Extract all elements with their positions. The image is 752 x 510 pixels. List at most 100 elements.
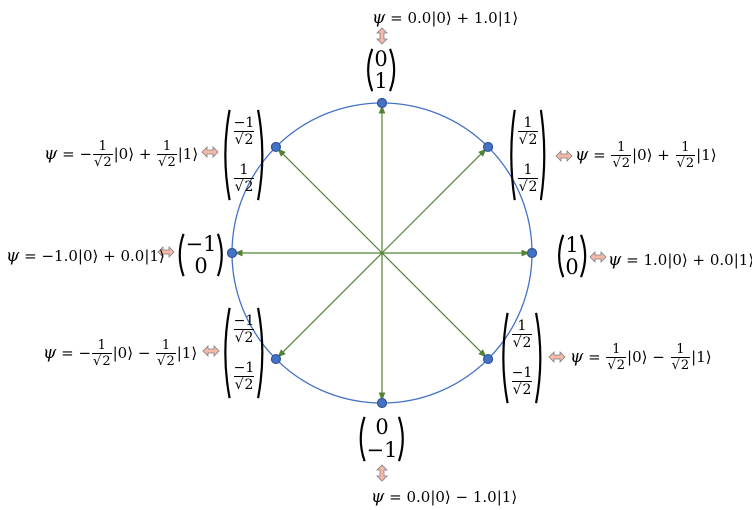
beta-coefficient-text: 0.0 [120, 247, 145, 265]
alpha-coefficient-denominator: √2 [611, 155, 632, 171]
vector-bottom-numerator: −1 [233, 360, 255, 376]
right-paren [535, 311, 546, 405]
beta-coefficient-operator: + [98, 247, 121, 265]
vector-top-numerator: −1 [233, 313, 255, 329]
vector-top-entry: 1√2 [511, 318, 534, 351]
psi-symbol: ψ [570, 347, 584, 367]
vector-bottom-fraction: −1√2 [233, 360, 256, 393]
vector-bottom-numerator: 1 [523, 162, 533, 178]
vector-bottom-radical-sign: √ [234, 377, 244, 393]
alpha-coefficient-denominator: √2 [606, 357, 627, 373]
beta-coefficient-operator: − [450, 488, 473, 506]
state-dot-upper-left [270, 141, 282, 153]
ket-one: |1⟩ [691, 348, 712, 366]
state-arrow-lower-right [381, 252, 487, 358]
beta-coefficient-text: 0.0 [709, 251, 734, 269]
equals-sign: = [57, 145, 80, 163]
vector-entries: −1√2−1√2 [231, 306, 258, 400]
alpha-coefficient-radicand: 2 [101, 353, 111, 369]
vector-top-fraction: −1√2 [233, 115, 256, 148]
alpha-coefficient-sign: − [78, 344, 92, 362]
vector-bottom-numerator: −1 [511, 365, 533, 381]
vector-bottom-entry: 1√2 [517, 162, 540, 195]
state-dot-up [376, 97, 388, 109]
state-arrow-upper-right [381, 148, 487, 254]
beta-coefficient-radical: √2 [158, 154, 176, 170]
vector-bottom-radicand: 2 [527, 178, 538, 195]
vector-top-radicand: 2 [243, 131, 254, 148]
vector-top-radical-sign: √ [512, 335, 522, 351]
vector-bottom-radical-sign: √ [518, 179, 528, 195]
beta-coefficient-denominator: √2 [157, 154, 177, 170]
ket-one: |1⟩ [144, 247, 165, 265]
alpha-coefficient-radical: √2 [93, 353, 111, 369]
vector-entries: 0−1 [366, 416, 399, 462]
beta-coefficient-radical-sign: √ [671, 358, 680, 373]
vector-bottom-denominator: √2 [517, 178, 539, 195]
double-arrow-icon-up [376, 27, 388, 45]
vector-top-denominator: √2 [233, 329, 255, 346]
beta-coefficient-operator: + [451, 9, 474, 27]
beta-coefficient-operator: + [652, 146, 675, 164]
beta-coefficient-radicand: 2 [679, 357, 690, 373]
vector-top-fraction: 1√2 [511, 318, 533, 351]
beta-coefficient-denominator: √2 [670, 357, 691, 373]
vector-top-text: 0 [375, 415, 389, 439]
right-paren [217, 233, 227, 277]
psi-symbol: ψ [44, 144, 58, 164]
double-arrow-icon-lower-left [202, 345, 220, 357]
vector-top-radical: √2 [519, 131, 538, 148]
vector-top-radicand: 2 [521, 334, 532, 351]
vector-bottom-radical-sign: √ [234, 179, 244, 195]
vector-top-radicand: 2 [527, 131, 538, 148]
beta-coefficient-radical: √2 [157, 353, 175, 369]
state-dot-left [226, 247, 238, 259]
beta-coefficient-radical-sign: √ [157, 354, 166, 369]
ket-zero: |0⟩ [113, 145, 135, 163]
state-equation-down: ψ = 0.0|0⟩ − 1.0|1⟩ [371, 489, 517, 506]
alpha-coefficient-denominator: √2 [92, 353, 112, 369]
beta-coefficient-fraction: 1√2 [156, 339, 176, 369]
double-arrow-icon-down [376, 464, 388, 482]
alpha-coefficient-fraction: 1√2 [93, 140, 113, 170]
vector-bottom-radicand: 2 [243, 178, 254, 195]
vector-bottom-denominator: √2 [233, 178, 255, 195]
ket-one: |1⟩ [497, 9, 519, 27]
vector-bottom-entry: −1√2 [510, 365, 535, 398]
state-equation-up: ψ = 0.0|0⟩ + 1.0|1⟩ [372, 10, 518, 27]
state-vector-lower-right: 1√2−1√2 [498, 311, 546, 405]
alpha-coefficient-numerator: 1 [97, 338, 106, 353]
psi-symbol: ψ [608, 250, 622, 270]
left-paren [507, 108, 516, 202]
ket-zero: |0⟩ [430, 488, 451, 506]
beta-coefficient-radicand: 2 [166, 154, 176, 170]
right-paren [540, 108, 549, 202]
vector-bottom-radical: √2 [234, 376, 254, 393]
left-paren [220, 108, 231, 202]
ket-one: |1⟩ [496, 488, 518, 506]
beta-coefficient-radical: √2 [671, 357, 690, 373]
equals-sign: = [384, 488, 407, 506]
vector-bottom-entry: 1√2 [233, 162, 256, 195]
equals-sign: = [385, 9, 408, 27]
vector-top-radical: √2 [235, 329, 254, 346]
left-paren [220, 306, 231, 400]
vector-bottom-entry: 0 [194, 255, 207, 277]
beta-coefficient-radicand: 2 [684, 155, 695, 171]
state-vector-lower-left: −1√2−1√2 [220, 306, 268, 400]
state-equation-upper-right: ψ = 1√2|0⟩ + 1√2|1⟩ [575, 141, 717, 171]
ket-one: |1⟩ [733, 251, 752, 269]
alpha-coefficient-text: 0.0 [406, 488, 431, 506]
vector-top-denominator: √2 [233, 131, 255, 148]
vector-entries: 1√2−1√2 [509, 311, 536, 405]
right-paren [389, 48, 399, 92]
alpha-coefficient-radical: √2 [612, 155, 631, 171]
vector-top-radical-sign: √ [234, 132, 244, 148]
double-arrow-icon-left [157, 246, 175, 258]
double-arrow-icon-right [589, 251, 607, 263]
